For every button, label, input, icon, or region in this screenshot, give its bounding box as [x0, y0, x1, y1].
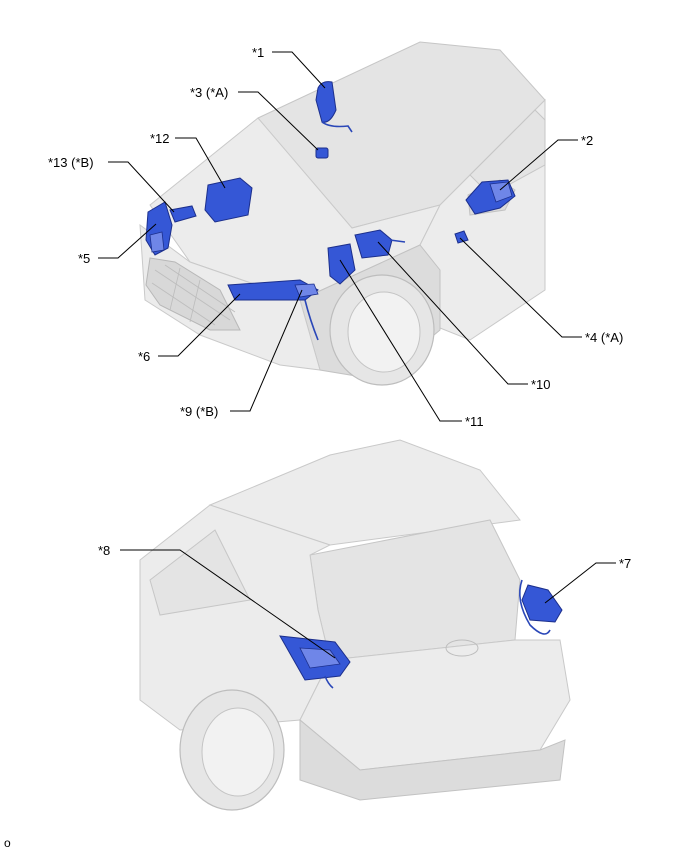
leader-3 — [238, 91, 319, 151]
part-7-wire — [519, 579, 551, 635]
part-8-lens — [299, 647, 341, 669]
part-9-wire — [304, 299, 319, 341]
part-8-wire — [324, 675, 334, 689]
leader-lines — [98, 51, 616, 659]
callout-labels: *1 *3 (*A) *12 *13 (*B) *5 *6 *9 (*B) *1… — [48, 45, 631, 571]
callout-7: *7 — [619, 556, 631, 571]
leader-12 — [175, 137, 226, 189]
leader-8 — [120, 549, 336, 659]
callout-11: *11 — [465, 414, 484, 429]
leader-5 — [98, 223, 157, 259]
front-vehicle-illustration — [139, 41, 546, 386]
rear-vehicle-illustration — [139, 439, 571, 811]
callout-9: *9 (*B) — [180, 404, 218, 419]
callout-10: *10 — [531, 377, 551, 392]
front-fascia — [139, 223, 321, 371]
leader-2 — [499, 139, 578, 191]
rear-side-window — [149, 529, 251, 616]
part-13 — [169, 205, 197, 223]
front-components — [145, 81, 516, 341]
spindle-grille — [145, 257, 241, 331]
part-2-glass — [489, 181, 513, 203]
callout-3: *3 (*A) — [190, 85, 228, 100]
callout-1: *1 — [252, 45, 264, 60]
rear-bumper — [299, 718, 566, 801]
rear-rim — [201, 707, 275, 797]
leader-1 — [272, 51, 326, 89]
part-12 — [204, 177, 253, 223]
callout-12: *12 — [150, 131, 170, 146]
rear-emblem — [445, 639, 479, 657]
leader-13 — [108, 161, 175, 213]
part-10-wire — [389, 239, 406, 243]
callout-5: *5 — [78, 251, 90, 266]
rear-components — [279, 579, 563, 689]
leader-4 — [459, 237, 582, 338]
figure-code: o — [4, 836, 11, 850]
callout-13: *13 (*B) — [48, 155, 94, 170]
leader-11 — [339, 259, 462, 422]
leader-6 — [158, 293, 241, 357]
part-4 — [454, 230, 469, 244]
leader-10 — [377, 241, 528, 385]
grille-mesh — [151, 264, 236, 326]
front-rim — [347, 291, 421, 373]
part-3 — [315, 147, 329, 159]
part-7 — [521, 584, 563, 623]
part-1-wire — [321, 121, 353, 133]
part-5-detail — [149, 231, 165, 253]
callout-4: *4 (*A) — [585, 330, 623, 345]
part-10 — [354, 229, 393, 259]
callout-8: *8 — [98, 543, 110, 558]
leader-7 — [544, 562, 616, 604]
callout-6: *6 — [138, 349, 150, 364]
leader-9 — [230, 289, 303, 412]
callout-2: *2 — [581, 133, 593, 148]
